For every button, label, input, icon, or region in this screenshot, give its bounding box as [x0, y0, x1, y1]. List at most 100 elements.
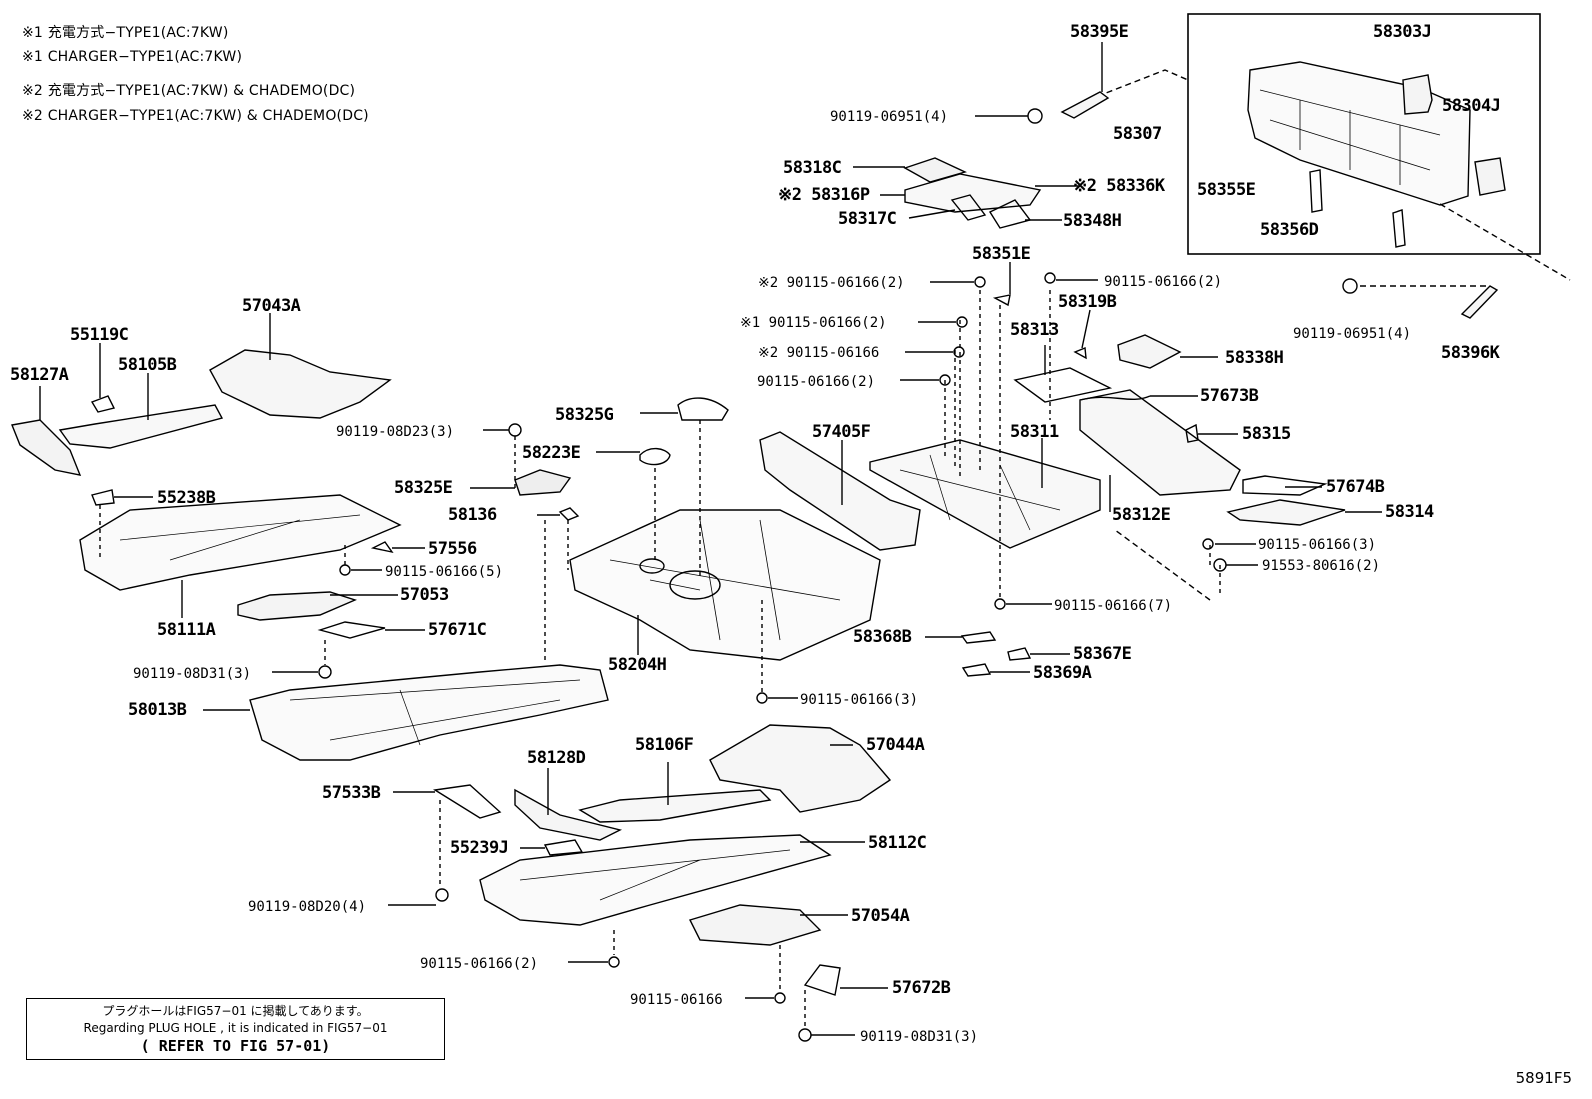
part-label-91553-80616[interactable]: 91553-80616(2) [1262, 558, 1381, 574]
part-label-57044A[interactable]: 57044A [866, 735, 925, 755]
part-label-58311[interactable]: 58311 [1010, 422, 1059, 442]
part-58204H [569, 509, 881, 661]
part-label-58369A[interactable]: 58369A [1033, 663, 1092, 683]
part-label-57533B[interactable]: 57533B [322, 783, 381, 803]
part-label-58325E[interactable]: 58325E [394, 478, 453, 498]
part-58223E [639, 447, 671, 466]
part-label-58338H[interactable]: 58338H [1225, 348, 1284, 368]
part-label-90115-06166-5[interactable]: 90115-06166(5) [385, 564, 504, 580]
part-label-58106F[interactable]: 58106F [635, 735, 694, 755]
part-label-58367E[interactable]: 58367E [1073, 644, 1132, 664]
note-2-en: ※2 CHARGER−TYPE1(AC:7KW) & CHADEMO(DC) [22, 108, 369, 124]
part-label-58111A[interactable]: 58111A [157, 620, 216, 640]
part-label-58304J[interactable]: 58304J [1442, 96, 1501, 116]
reference-note-box: プラグホールはFIG57−01 に掲載してあります。 Regarding PLU… [26, 998, 445, 1060]
part-58395E [1060, 91, 1110, 119]
part-label-58318C[interactable]: 58318C [783, 158, 842, 178]
part-label-90115-06166-single-2[interactable]: ※2 90115-06166 [758, 345, 880, 361]
part-label-58013B[interactable]: 58013B [128, 700, 187, 720]
part-57533B [432, 784, 502, 819]
part-label-58395E[interactable]: 58395E [1070, 22, 1129, 42]
part-57671C [317, 621, 386, 639]
part-label-58307[interactable]: 58307 [1113, 124, 1162, 144]
part-label-57674B[interactable]: 57674B [1326, 477, 1385, 497]
part-58128D [514, 788, 623, 841]
part-label-90115-06166-2c[interactable]: ※1 90115-06166(2) [740, 315, 887, 331]
figure-code: 5891F5 [1515, 1069, 1572, 1087]
part-label-90115-06166-2b[interactable]: 90115-06166(2) [1104, 274, 1223, 290]
part-57043A [209, 349, 392, 419]
part-58317C [950, 194, 987, 221]
part-label-90115-06166-2a[interactable]: ※2 90115-06166(2) [758, 275, 905, 291]
part-label-90115-06166[interactable]: 90115-06166 [630, 992, 723, 1008]
note-1-jp: ※1 充電方式−TYPE1(AC:7KW) [22, 25, 229, 41]
part-label-90115-06166-7[interactable]: 90115-06166(7) [1054, 598, 1173, 614]
part-label-90119-06951-b[interactable]: 90119-06951(4) [1293, 326, 1412, 342]
part-58355E [1309, 169, 1323, 213]
part-58312E [1079, 389, 1241, 496]
part-label-57405F[interactable]: 57405F [812, 422, 871, 442]
part-label-90115-06166-2d[interactable]: 90115-06166(2) [757, 374, 876, 390]
note-1-en: ※1 CHARGER−TYPE1(AC:7KW) [22, 49, 243, 65]
part-55119C [90, 395, 116, 413]
part-label-58105B[interactable]: 58105B [118, 355, 177, 375]
part-label-58303J[interactable]: 58303J [1373, 22, 1432, 42]
reference-link[interactable]: ( REFER TO FIG 57-01) [140, 1037, 331, 1055]
part-label-90119-06951-a[interactable]: 90119-06951(4) [830, 109, 949, 125]
part-58106F [578, 789, 772, 823]
part-label-58313[interactable]: 58313 [1010, 320, 1059, 340]
part-label-90119-08D23[interactable]: 90119-08D23(3) [336, 424, 455, 440]
reference-line-jp: プラグホールはFIG57−01 に掲載してあります。 [102, 1004, 369, 1018]
part-label-90115-06166-2e[interactable]: 90115-06166(2) [420, 956, 539, 972]
part-label-58204H[interactable]: 58204H [608, 655, 667, 675]
part-label-58355E[interactable]: 58355E [1197, 180, 1256, 200]
part-label-57054A[interactable]: 57054A [851, 906, 910, 926]
part-label-58127A[interactable]: 58127A [10, 365, 69, 385]
part-label-57043A[interactable]: 57043A [242, 296, 301, 316]
part-label-58325G[interactable]: 58325G [555, 405, 614, 425]
part-label-90119-08D31-b[interactable]: 90119-08D31(3) [860, 1029, 979, 1045]
part-label-58312E[interactable]: 58312E [1112, 505, 1171, 525]
part-label-90119-08D31-a[interactable]: 90119-08D31(3) [133, 666, 252, 682]
part-58013B [249, 664, 609, 761]
part-label-58112C[interactable]: 58112C [868, 833, 927, 853]
part-label-55239J[interactable]: 55239J [450, 838, 509, 858]
part-label-58319B[interactable]: 58319B [1058, 292, 1117, 312]
part-label-58356D[interactable]: 58356D [1260, 220, 1319, 240]
part-label-57673B[interactable]: 57673B [1200, 386, 1259, 406]
part-label-58348H[interactable]: 58348H [1063, 211, 1122, 231]
part-label-90115-06166-3a[interactable]: 90115-06166(3) [1258, 537, 1377, 553]
part-label-90119-08D20[interactable]: 90119-08D20(4) [248, 899, 367, 915]
part-label-55238B[interactable]: 55238B [157, 488, 216, 508]
part-label-57672B[interactable]: 57672B [892, 978, 951, 998]
part-58325G [677, 397, 729, 421]
part-label-58136[interactable]: 58136 [448, 505, 497, 525]
part-58112C [479, 834, 832, 926]
part-label-58396K[interactable]: 58396K [1441, 343, 1500, 363]
part-label-58368B[interactable]: 58368B [853, 627, 912, 647]
part-58356D [1392, 209, 1406, 248]
part-58318C [903, 157, 967, 183]
part-label-58223E[interactable]: 58223E [522, 443, 581, 463]
part-label-58316P[interactable]: ※2 58316P [778, 185, 870, 205]
part-label-55119C[interactable]: 55119C [70, 325, 129, 345]
inset-box [1187, 13, 1541, 255]
part-label-57671C[interactable]: 57671C [428, 620, 487, 640]
part-label-58317C[interactable]: 58317C [838, 209, 897, 229]
part-label-58128D[interactable]: 58128D [527, 748, 586, 768]
part-label-58315[interactable]: 58315 [1242, 424, 1291, 444]
part-58338H [1117, 334, 1182, 369]
part-label-58336K[interactable]: ※2 58336K [1073, 176, 1165, 196]
part-57053 [237, 591, 357, 621]
part-label-90115-06166-3b[interactable]: 90115-06166(3) [800, 692, 919, 708]
part-label-57053[interactable]: 57053 [400, 585, 449, 605]
part-58307 [1247, 61, 1471, 206]
part-57674B [1242, 475, 1328, 496]
bolt-90119-06951-a [1027, 108, 1043, 124]
part-58315 [1185, 423, 1199, 443]
part-label-58351E[interactable]: 58351E [972, 244, 1031, 264]
part-label-57556[interactable]: 57556 [428, 539, 477, 559]
part-label-58314[interactable]: 58314 [1385, 502, 1434, 522]
